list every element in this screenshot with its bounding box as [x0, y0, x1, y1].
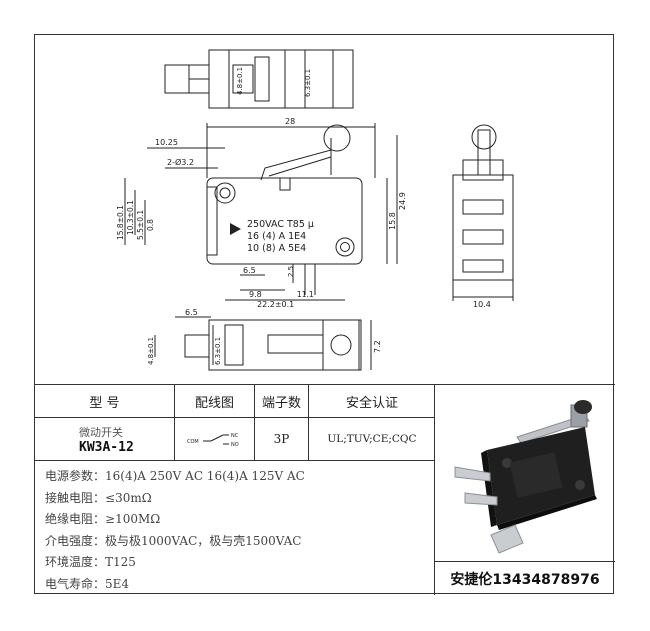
spec-contact-resistance: 接触电阻：≤30mΩ [45, 488, 435, 510]
marking-line2: 16 (4) A 1E4 [247, 231, 306, 242]
spec-value: 16(4)A 250V AC 16(4)A 125V AC [105, 469, 305, 483]
spec-insulation-resistance: 绝缘电阻：≥100MΩ [45, 509, 435, 531]
marking-line3: 10 (8) A 5E4 [247, 243, 306, 254]
spec-value: 5E4 [105, 576, 130, 591]
wiring-no: NO [231, 442, 239, 448]
dim-hole-pitch-v: 10.3±0.1 [126, 200, 135, 235]
certification-value: UL;TUV;CE;CQC [327, 433, 417, 445]
technical-drawing: 250VAC T85 μ 16 (4) A 1E4 10 (8) A 5E4 2… [35, 35, 615, 385]
spec-table: 型 号 配线图 端子数 安全认证 微动开关 KW3A-12 COM NC NO [35, 385, 435, 595]
dim-hole-pitch-h: 22.2±0.1 [257, 300, 294, 309]
dim-hole-offset: 10.25 [155, 138, 178, 147]
spec-label: 接触电阻： [45, 490, 106, 505]
spec-label: 环境温度： [45, 555, 106, 569]
dim-term-w1: 6.5 [243, 266, 256, 275]
header-terminals: 端子数 [255, 385, 309, 417]
datasheet-frame: 250VAC T85 μ 16 (4) A 1E4 10 (8) A 5E4 2… [34, 34, 615, 595]
dim-body-height-tol: 15.8±0.1 [116, 205, 125, 240]
spec-value: T125 [105, 555, 136, 569]
wiring-symbol: COM NC NO [187, 433, 239, 448]
model-number: KW3A-12 [79, 439, 134, 455]
table-data-row: 微动开关 KW3A-12 COM NC NO 3P UL;TUV;CE;CQC [35, 418, 435, 461]
spec-electrical-life: 电气寿命：5E4 [45, 574, 435, 596]
wiring-nc: NC [231, 433, 239, 439]
switch-image [454, 400, 597, 554]
wiring-diagram: COM NC NO [175, 418, 255, 460]
dim-term-w2: 9.8 [249, 290, 262, 299]
dim-bot-term-c: 6.3±0.1 [214, 337, 222, 365]
dim-total-height: 24.9 [398, 192, 407, 210]
spec-power: 电源参数：16(4)A 250V AC 16(4)A 125V AC [45, 466, 435, 488]
dim-side-width: 10.4 [473, 300, 491, 309]
marking-line1: 250VAC T85 μ [247, 219, 314, 230]
model-cell: 微动开关 KW3A-12 [35, 418, 175, 460]
dim-term-sp2: 11.1 [297, 290, 314, 299]
dim-body-height: 15.8 [388, 212, 397, 230]
table-header-row: 型 号 配线图 端子数 安全认证 [35, 385, 435, 418]
spec-label: 电源参数： [45, 469, 106, 483]
dim-hole-dia: 2-Ø3.2 [167, 157, 194, 167]
contact-info: 安捷伦13434878976 [450, 571, 600, 588]
dim-bot-term-b: 4.8±0.1 [147, 337, 155, 365]
spec-label: 电气寿命： [45, 576, 106, 591]
product-photo [435, 385, 615, 562]
product-name: 微动开关 [79, 425, 123, 439]
dim-bot-height: 7.2 [373, 340, 382, 353]
header-wiring: 配线图 [175, 385, 255, 417]
dim-top-term-a: 4.8±0.1 [236, 67, 244, 95]
dim-term-offset: 5.5±0.1 [136, 210, 145, 240]
spec-dielectric-strength: 介电强度：极与极1000VAC，极与壳1500VAC [45, 531, 435, 553]
dim-overall-length: 28 [285, 117, 295, 126]
dim-top-term-b: 6.3±0.1 [304, 69, 312, 97]
header-certification: 安全认证 [345, 395, 398, 411]
spec-value: 极与极1000VAC，极与壳1500VAC [105, 533, 302, 548]
spec-list: 电源参数：16(4)A 250V AC 16(4)A 125V AC 接触电阻：… [35, 461, 435, 595]
spec-label: 介电强度： [45, 533, 106, 548]
dim-term-sp: 2.5 [287, 266, 295, 277]
terminals-value: 3P [255, 418, 309, 460]
dim-term-thk: 0.8 [146, 219, 155, 231]
spec-value: ≥100MΩ [105, 512, 161, 526]
spec-ambient-temp: 环境温度：T125 [45, 552, 435, 574]
spec-label: 绝缘电阻： [45, 512, 106, 526]
drawing-svg: 250VAC T85 μ 16 (4) A 1E4 10 (8) A 5E4 2… [116, 49, 514, 371]
wiring-com: COM [187, 439, 199, 445]
dim-bot-term-a: 6.5 [185, 308, 198, 317]
spec-value: ≤30mΩ [105, 490, 152, 505]
header-model: 型 号 [35, 385, 175, 417]
